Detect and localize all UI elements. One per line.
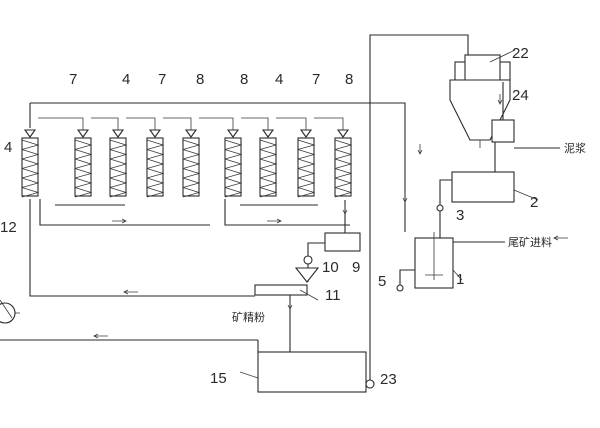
link-pipe-1 [38,117,84,130]
label-7-a: 7 [69,71,77,88]
link-pipe-8 [314,117,344,130]
tank-2-lead [513,189,539,201]
screen-11 [254,284,308,296]
label-4-c: 4 [275,71,283,88]
mixer-1-agitator [425,232,443,280]
tank-15 [257,351,367,393]
mud-label: 泥浆 [564,141,586,155]
label-12: 12 [0,219,17,236]
link-pipe-5 [199,117,234,130]
inlet-arrow-icon [23,129,37,138]
arrow-icon [342,204,348,215]
screen-11-lead [299,289,319,301]
label-22: 22 [512,45,529,62]
link-pipe-6 [241,117,269,130]
link-pipe-4 [163,117,192,130]
box-24 [491,119,515,143]
inlet-arrow-icon [184,129,198,138]
valve-5 [396,284,404,292]
column-7 [259,129,278,198]
label-4-b: 4 [122,71,130,88]
arrow-icon [112,218,127,224]
link-pipe-7 [276,117,307,130]
link-pipe-2 [91,117,119,130]
column-8 [297,129,316,198]
label-9: 9 [352,259,360,276]
cyclone-22-head [464,54,501,84]
column-9 [334,129,353,198]
arrow-icon [417,144,423,155]
mixer-1-lead [452,269,463,281]
pipe-1-to-5 [399,269,415,285]
inlet-arrow-icon [76,129,90,138]
label-3: 3 [456,207,464,224]
column-5 [182,129,201,198]
pipe-2-to-3 [439,179,452,205]
label-23: 23 [380,371,397,388]
top-header-pipe [30,102,406,232]
column-2 [74,129,93,198]
flow-arrows [93,94,568,339]
cyclone-22-lead [489,49,516,63]
label-5: 5 [378,273,386,290]
label-7-c: 7 [312,71,320,88]
inlet-arrow-icon [148,129,162,138]
arrow-icon [267,218,282,224]
inlet-arrow-icon [226,129,240,138]
label-8-b: 8 [240,71,248,88]
pump-23 [365,379,375,389]
label-2: 2 [530,194,538,211]
label-4-left: 4 [4,139,12,156]
pump-12-line [0,299,20,319]
inlet-arrow-icon [111,129,125,138]
tailings-feed-label: 尾矿进料 [508,235,552,249]
valve-3 [436,204,444,212]
column-3 [109,129,128,198]
label-11: 11 [325,287,341,304]
arrow-icon [402,192,408,203]
funnel-11 [294,267,320,283]
manifold-left [39,199,210,226]
column-6 [224,129,243,198]
arrow-icon [93,333,108,339]
column-4 [146,129,165,198]
label-24: 24 [512,87,529,104]
arrow-icon [497,94,503,105]
inlet-arrow-icon [299,129,313,138]
concentrate-label: 矿精粉 [232,311,265,324]
valve-10 [303,255,313,265]
pipe-9-to-10 [307,242,325,258]
label-8-c: 8 [345,71,353,88]
label-15: 15 [210,370,227,387]
magnetic-columns [21,117,353,198]
tank-9 [324,232,361,252]
label-8-a: 8 [196,71,204,88]
label-10: 10 [322,259,339,276]
arrow-icon [553,235,568,241]
label-7-b: 7 [158,71,166,88]
arrow-icon [123,289,138,295]
tank-2 [451,171,515,203]
label-1: 1 [456,271,464,288]
return-line-left [29,199,255,297]
column-1 [21,129,40,198]
manifold-right [224,199,350,226]
tank-15-lead [239,371,259,379]
riser-23 [369,34,469,380]
inlet-arrow-icon [261,129,275,138]
pump-12 [0,302,16,324]
arrow-icon [287,299,293,310]
inlet-arrow-icon [336,129,350,138]
link-pipe-3 [126,117,156,130]
